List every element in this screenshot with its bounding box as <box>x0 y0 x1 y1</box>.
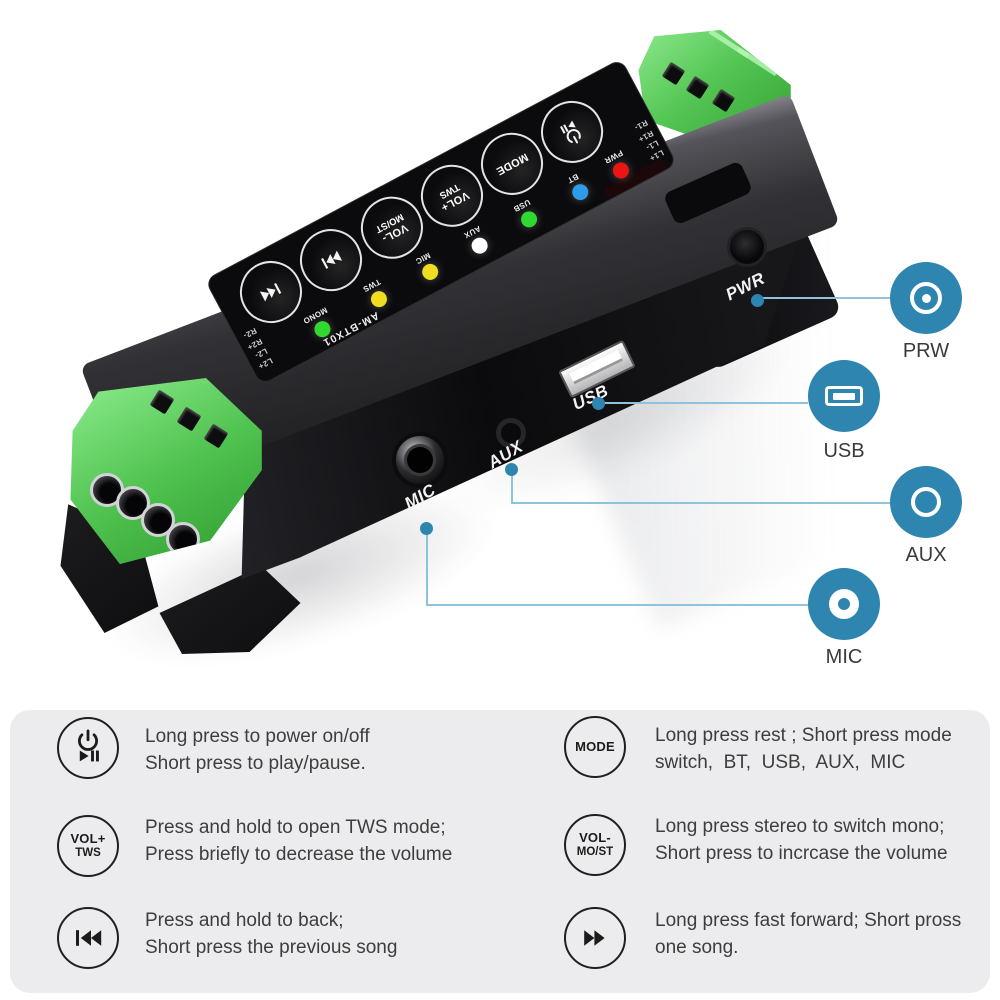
next-track-icon <box>321 250 343 269</box>
legend-power-play-button <box>57 717 119 779</box>
led-aux: AUX <box>455 220 498 261</box>
legend-text-vol-minus: Long press stereo to switch mono; Short … <box>655 816 948 864</box>
aux-callout-badge <box>890 466 962 538</box>
aux-jack-icon <box>911 487 941 517</box>
control-panel-print: L1+ L1- R1+ R1- PWR BT USB AUX <box>206 60 676 385</box>
power-play-icon <box>560 120 582 144</box>
legend-vol-plus-tws-button: VOL+ TWS <box>57 815 119 877</box>
previous-track-button <box>229 250 313 334</box>
legend-text-fast-forward: Long press fast forward; Short pross one… <box>655 910 962 958</box>
tws-label: TWS <box>75 846 101 859</box>
tws-led-dot <box>368 288 390 310</box>
power-play-button <box>530 90 614 174</box>
led-tws: TWS <box>355 274 398 315</box>
led-usb: USB <box>505 194 548 235</box>
mic-callout-dot <box>420 522 433 535</box>
usb-callout-label: USB <box>823 440 865 462</box>
legend-previous-track-button <box>57 907 119 969</box>
aux-callout-line-v <box>511 474 513 504</box>
legend-mode-button: MODE <box>564 716 626 778</box>
terminal-wire-hole <box>685 75 710 100</box>
aux-callout-line <box>511 502 890 504</box>
dc-power-jack-icon <box>910 282 942 314</box>
control-panel: L1+ L1- R1+ R1- PWR BT USB AUX <box>205 59 677 385</box>
legend-panel: Long press to power on/off Short press t… <box>10 710 990 993</box>
terminal-wire-hole <box>149 389 175 415</box>
previous-track-icon <box>76 930 102 946</box>
next-track-button <box>289 218 373 303</box>
legend-fast-forward-button <box>564 907 626 969</box>
vol-minus-label: VOL- <box>579 830 611 846</box>
power-play-icon <box>78 729 99 762</box>
mic-led-dot <box>419 261 441 283</box>
aux-callout-dot <box>505 463 518 476</box>
mic-callout-badge <box>808 568 880 640</box>
mic-callout-label: MIC <box>825 646 863 668</box>
led-mic: MIC <box>406 246 449 287</box>
previous-track-icon <box>259 282 282 302</box>
speaker-terminal-block-left <box>70 377 262 565</box>
mic-callout-line-v <box>426 534 428 606</box>
usb-callout-line <box>604 402 808 404</box>
vol-plus-label: VOL+ <box>70 831 106 847</box>
dc-power-jack <box>727 227 767 267</box>
pwr-callout-dot <box>751 294 764 307</box>
usb-port-icon <box>825 386 863 406</box>
usb-callout-badge <box>808 360 880 432</box>
legend-text-mode: Long press rest ; Short press mode switc… <box>655 725 952 773</box>
bt-led-dot <box>569 181 592 203</box>
mode-button-label: MODE <box>494 150 531 178</box>
terminal-fin <box>736 46 778 77</box>
prw-callout-label: PRW <box>902 340 950 362</box>
most-label: MO/ST <box>576 845 614 858</box>
mode-button-label: MODE <box>575 738 615 754</box>
mic-jack <box>392 432 448 488</box>
fast-forward-icon <box>584 930 605 946</box>
terminal-wire-hole <box>176 406 202 432</box>
terminal-wire-hole <box>661 61 686 86</box>
mic-jack-icon <box>829 589 859 619</box>
usb-led-dot <box>518 208 540 231</box>
legend-vol-minus-most-button: VOL- MO/ST <box>564 814 626 876</box>
mic-jack-hole <box>407 447 433 473</box>
terminal-wire-hole <box>711 88 736 113</box>
legend-text-previous: Press and hold to back; Short press the … <box>145 910 398 958</box>
legend-text-vol-plus: Press and hold to open TWS mode; Press b… <box>145 817 453 865</box>
legend-text-power: Long press to power on/off Short press t… <box>145 726 370 774</box>
pwr-callout-line <box>763 297 890 299</box>
terminal-wire-hole <box>203 423 229 449</box>
prw-callout-badge <box>890 262 962 334</box>
mic-callout-line <box>426 604 808 606</box>
usb-callout-dot <box>592 397 605 410</box>
aux-led-dot <box>468 234 491 257</box>
aux-jack <box>496 418 526 448</box>
aux-callout-label: AUX <box>905 544 947 566</box>
led-bt: BT <box>556 166 599 207</box>
